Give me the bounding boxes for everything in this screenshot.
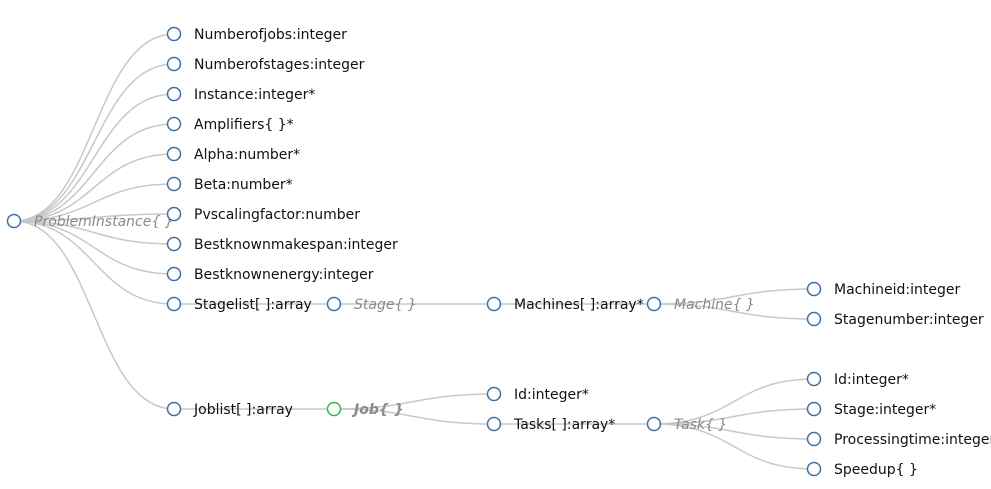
tree-node-job[interactable]: Job{ }	[326, 401, 404, 418]
tree-node-pvscalingfactor-number[interactable]: Pvscalingfactor:number	[166, 206, 361, 223]
node-label: Bestknownmakespan:integer	[194, 237, 398, 253]
tree-nodes: ProblemInstance{ } Numberofjobs:integerNu…	[6, 26, 991, 478]
node-circle[interactable]	[486, 416, 502, 432]
node-circle[interactable]	[166, 401, 182, 417]
tree-link	[653, 423, 815, 440]
node-circle[interactable]	[166, 56, 182, 72]
node-label: Stagelist[ ]:array	[194, 297, 312, 313]
node-label: Id:integer*	[834, 372, 909, 388]
tree-link	[13, 33, 175, 222]
tree-links	[13, 33, 815, 470]
tree-link	[13, 220, 175, 245]
tree-link	[653, 378, 815, 425]
node-label: Beta:number*	[194, 177, 293, 193]
tree-link	[653, 288, 815, 305]
tree-link	[333, 408, 495, 425]
tree-node-speedup[interactable]: Speedup{ }	[806, 461, 918, 478]
node-circle[interactable]	[326, 296, 342, 312]
tree-link	[13, 183, 175, 222]
node-circle[interactable]	[806, 311, 822, 327]
node-label: Processingtime:integer	[834, 432, 991, 448]
node-circle[interactable]	[166, 296, 182, 312]
node-label: Joblist[ ]:array	[193, 402, 293, 418]
node-label: Id:integer*	[514, 387, 589, 403]
node-label: ProblemInstance{ }	[34, 214, 174, 230]
node-label: Machines[ ]:array*	[514, 297, 644, 313]
node-label: Amplifiers{ }*	[194, 117, 294, 133]
node-label: Bestknownenergy:integer	[194, 267, 374, 283]
node-circle[interactable]	[806, 401, 822, 417]
tree-node-stagelist-array[interactable]: Stagelist[ ]:array	[166, 296, 312, 313]
node-label: Numberofstages:integer	[194, 57, 365, 73]
tree-link	[13, 93, 175, 222]
node-circle[interactable]	[806, 461, 822, 477]
node-circle[interactable]	[166, 116, 182, 132]
node-circle[interactable]	[486, 386, 502, 402]
node-label: Numberofjobs:integer	[194, 27, 347, 43]
node-label: Tasks[ ]:array*	[513, 417, 615, 433]
tree-node-instance-integer[interactable]: Instance:integer*	[166, 86, 316, 103]
tree-link	[13, 220, 175, 275]
tree-node-machine[interactable]: Machine{ }	[646, 296, 755, 313]
node-circle[interactable]	[806, 431, 822, 447]
tree-link	[13, 123, 175, 222]
tree-node-stagenumber-integer[interactable]: Stagenumber:integer	[806, 311, 984, 328]
node-circle[interactable]	[166, 26, 182, 42]
node-label: Stage:integer*	[834, 402, 936, 418]
tree-node-tasks-array[interactable]: Tasks[ ]:array*	[486, 416, 616, 433]
tree-node-task[interactable]: Task{ }	[646, 416, 728, 433]
node-circle[interactable]	[166, 236, 182, 252]
node-circle[interactable]	[646, 416, 662, 432]
tree-node-bestknownmakespan-integer[interactable]: Bestknownmakespan:integer	[166, 236, 399, 253]
tree-node-id-integer[interactable]: Id:integer*	[486, 386, 589, 403]
tree-node-probleminstance[interactable]: ProblemInstance{ }	[6, 213, 174, 230]
node-circle[interactable]	[806, 371, 822, 387]
tree-node-machineid-integer[interactable]: Machineid:integer	[806, 281, 961, 298]
node-label: Speedup{ }	[834, 462, 918, 478]
tree-link	[13, 220, 175, 305]
node-circle[interactable]	[806, 281, 822, 297]
node-label: Stage{ }	[354, 297, 417, 313]
tree-node-numberofstages-integer[interactable]: Numberofstages:integer	[166, 56, 365, 73]
tree-link	[653, 423, 815, 470]
tree-node-id-integer[interactable]: Id:integer*	[806, 371, 909, 388]
node-circle[interactable]	[166, 206, 182, 222]
tree-link	[13, 220, 175, 410]
node-label: Machineid:integer	[834, 282, 960, 298]
node-circle[interactable]	[486, 296, 502, 312]
tree-node-amplifiers[interactable]: Amplifiers{ }*	[166, 116, 294, 133]
node-label: Pvscalingfactor:number	[194, 207, 360, 223]
tree-node-numberofjobs-integer[interactable]: Numberofjobs:integer	[166, 26, 348, 43]
tree-link	[653, 408, 815, 425]
node-circle[interactable]	[166, 146, 182, 162]
node-label: Instance:integer*	[194, 87, 315, 103]
tree-node-alpha-number[interactable]: Alpha:number*	[166, 146, 301, 163]
node-label: Task{ }	[674, 417, 727, 433]
tree-link	[333, 393, 495, 410]
node-circle-selected[interactable]	[326, 401, 342, 417]
node-circle[interactable]	[646, 296, 662, 312]
node-label: Machine{ }	[674, 297, 755, 313]
node-circle[interactable]	[166, 266, 182, 282]
tree-node-stage-integer[interactable]: Stage:integer*	[806, 401, 937, 418]
node-circle[interactable]	[166, 176, 182, 192]
tree-link	[653, 303, 815, 320]
tree-link	[13, 63, 175, 222]
tree-link	[13, 153, 175, 222]
tree-node-joblist-array[interactable]: Joblist[ ]:array	[166, 401, 293, 418]
node-label: Job{ }	[351, 402, 404, 418]
tree-node-stage[interactable]: Stage{ }	[326, 296, 417, 313]
tree-node-bestknownenergy-integer[interactable]: Bestknownenergy:integer	[166, 266, 374, 283]
node-label: Alpha:number*	[194, 147, 300, 163]
node-label: Stagenumber:integer	[834, 312, 984, 328]
node-circle[interactable]	[166, 86, 182, 102]
tree-node-processingtime-integer[interactable]: Processingtime:integer	[806, 431, 991, 448]
tree-link	[13, 213, 175, 222]
node-circle[interactable]	[6, 213, 22, 229]
tree-node-machines-array[interactable]: Machines[ ]:array*	[486, 296, 644, 313]
tree-node-beta-number[interactable]: Beta:number*	[166, 176, 293, 193]
